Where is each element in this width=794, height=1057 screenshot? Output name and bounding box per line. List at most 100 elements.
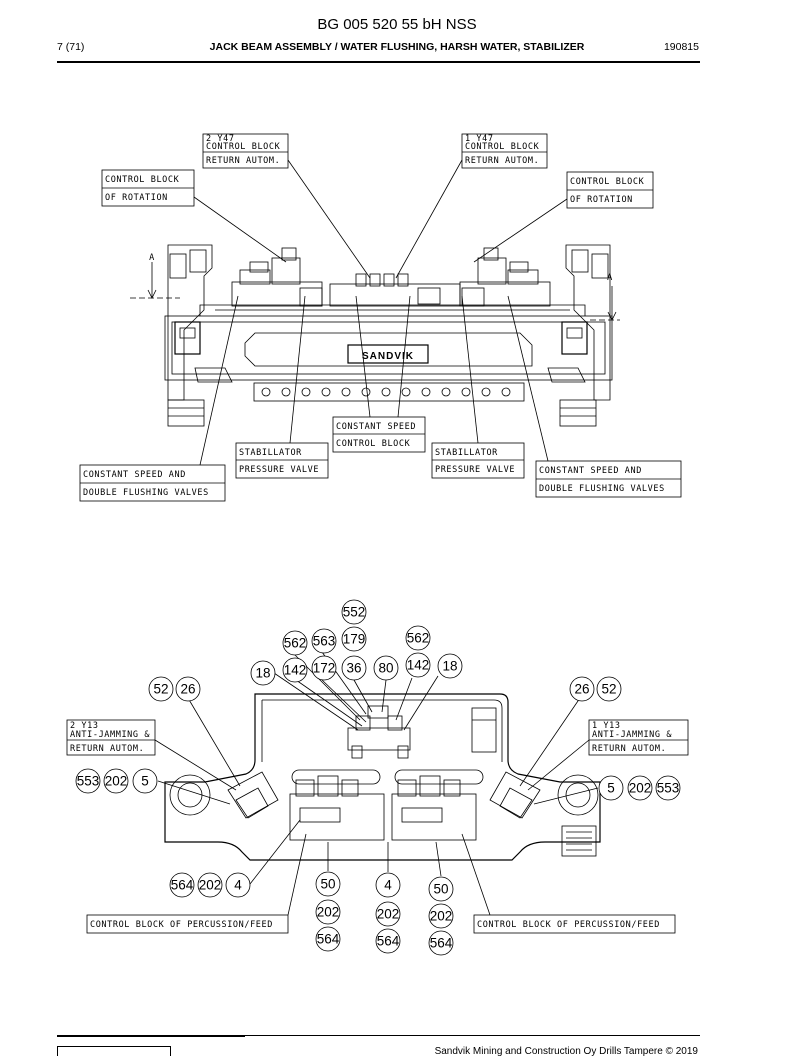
svg-text:PRESSURE VALVE: PRESSURE VALVE [435, 465, 515, 475]
label-rotation-right: CONTROL BLOCK OF ROTATION [566, 171, 654, 209]
svg-text:CONTROL BLOCK: CONTROL BLOCK [105, 175, 180, 185]
label-2y47: 2 Y47 CONTROL BLOCK RETURN AUTOM. [202, 133, 289, 169]
svg-text:PRESSURE VALVE: PRESSURE VALVE [239, 465, 319, 475]
balloon-564: 564 [315, 926, 341, 952]
balloon-172: 172 [311, 655, 337, 681]
svg-text:OF ROTATION: OF ROTATION [105, 193, 168, 203]
rail-holes [261, 387, 511, 397]
svg-text:142: 142 [407, 658, 430, 673]
top-valves [231, 247, 551, 307]
company-logo [57, 1046, 171, 1056]
svg-text:DOUBLE FLUSHING VALVES: DOUBLE FLUSHING VALVES [83, 488, 209, 498]
balloon-202: 202 [428, 903, 454, 929]
svg-text:142: 142 [284, 663, 307, 678]
balloon-563: 563 [311, 628, 337, 654]
label-1y47: 1 Y47 CONTROL BLOCK RETURN AUTOM. [461, 133, 548, 169]
balloon-52: 52 [148, 676, 174, 702]
svg-text:50: 50 [320, 877, 335, 892]
svg-text:50: 50 [433, 882, 448, 897]
svg-text:RETURN AUTOM.: RETURN AUTOM. [592, 744, 666, 754]
document-date: 190815 [663, 41, 699, 53]
svg-text:CONTROL BLOCK: CONTROL BLOCK [465, 142, 540, 152]
svg-text:202: 202 [199, 878, 222, 893]
svg-text:CONTROL BLOCK: CONTROL BLOCK [570, 177, 645, 187]
page-number: 7 (71) [57, 41, 85, 53]
balloon-564: 564 [428, 930, 454, 956]
svg-text:80: 80 [378, 661, 393, 676]
svg-text:5: 5 [607, 781, 615, 796]
svg-text:1 Y13: 1 Y13 [592, 721, 621, 731]
svg-text:552: 552 [343, 605, 366, 620]
svg-text:CONTROL BLOCK: CONTROL BLOCK [336, 439, 411, 449]
label-flushing-left: CONSTANT SPEED AND DOUBLE FLUSHING VALVE… [79, 464, 226, 502]
balloon-26: 26 [569, 676, 595, 702]
balloon-5: 5 [598, 775, 624, 801]
balloon-553: 553 [655, 775, 681, 801]
balloon-26: 26 [175, 676, 201, 702]
svg-text:2 Y47: 2 Y47 [206, 134, 235, 144]
label-percussion-left: CONTROL BLOCK OF PERCUSSION/FEED [86, 914, 289, 934]
svg-text:STABILLATOR: STABILLATOR [239, 448, 302, 458]
svg-text:553: 553 [77, 774, 100, 789]
section-mark-left: A [149, 253, 155, 263]
brand-plate: SANDVIK [362, 351, 414, 362]
svg-text:4: 4 [234, 878, 242, 893]
bottom-leaders [154, 651, 599, 916]
label-constant-speed-block: CONSTANT SPEED CONTROL BLOCK [332, 416, 426, 453]
svg-text:52: 52 [153, 682, 168, 697]
balloon-564: 564 [375, 928, 401, 954]
svg-text:CONSTANT SPEED AND: CONSTANT SPEED AND [539, 466, 642, 476]
svg-text:CONSTANT SPEED: CONSTANT SPEED [336, 422, 416, 432]
svg-text:202: 202 [377, 907, 400, 922]
balloon-18: 18 [250, 660, 276, 686]
svg-text:CONSTANT SPEED AND: CONSTANT SPEED AND [83, 470, 186, 480]
svg-text:ANTI-JAMMING &: ANTI-JAMMING & [592, 730, 672, 740]
svg-text:564: 564 [430, 936, 453, 951]
svg-text:172: 172 [313, 661, 336, 676]
header-rule [57, 61, 700, 63]
balloon-562: 562 [282, 630, 308, 656]
svg-text:CONTROL BLOCK: CONTROL BLOCK [206, 142, 281, 152]
label-percussion-right: CONTROL BLOCK OF PERCUSSION/FEED [473, 914, 676, 934]
svg-text:564: 564 [377, 934, 400, 949]
balloon-18: 18 [437, 653, 463, 679]
svg-text:4: 4 [384, 878, 392, 893]
svg-text:26: 26 [180, 682, 195, 697]
balloon-202: 202 [375, 901, 401, 927]
label-rotation-left: CONTROL BLOCK OF ROTATION [101, 169, 195, 207]
svg-text:CONTROL BLOCK OF PERCUSSION/FE: CONTROL BLOCK OF PERCUSSION/FEED [90, 920, 273, 930]
svg-text:RETURN AUTOM.: RETURN AUTOM. [70, 744, 144, 754]
bottom-assembly-view [164, 693, 601, 861]
svg-text:563: 563 [313, 634, 336, 649]
footer-rule-left [57, 1035, 245, 1037]
footer-rule-right [245, 1035, 700, 1036]
svg-text:RETURN AUTOM.: RETURN AUTOM. [206, 156, 280, 166]
balloons: 552 562 563 179 562 18 142 172 36 80 142… [75, 599, 681, 956]
balloon-142: 142 [405, 652, 431, 678]
balloon-562: 562 [405, 625, 431, 651]
section-title: JACK BEAM ASSEMBLY / WATER FLUSHING, HAR… [209, 41, 585, 53]
footer-copyright: Sandvik Mining and Construction Oy Drill… [434, 1046, 698, 1057]
label-1y13: 1 Y13 ANTI-JAMMING & RETURN AUTOM. [588, 719, 689, 756]
svg-text:202: 202 [629, 781, 652, 796]
label-2y13: 2 Y13 ANTI-JAMMING & RETURN AUTOM. [66, 719, 156, 756]
document-title: BG 005 520 55 bH NSS [317, 16, 477, 33]
balloon-202: 202 [103, 768, 129, 794]
svg-text:STABILLATOR: STABILLATOR [435, 448, 498, 458]
svg-text:RETURN AUTOM.: RETURN AUTOM. [465, 156, 539, 166]
balloon-202: 202 [197, 872, 223, 898]
section-mark-right: A [607, 273, 613, 283]
svg-text:26: 26 [574, 682, 589, 697]
balloon-4: 4 [225, 872, 251, 898]
svg-text:202: 202 [430, 909, 453, 924]
balloon-142: 142 [282, 657, 308, 683]
svg-text:562: 562 [407, 631, 430, 646]
svg-text:ANTI-JAMMING &: ANTI-JAMMING & [70, 730, 150, 740]
svg-text:2 Y13: 2 Y13 [70, 721, 99, 731]
balloon-4: 4 [375, 872, 401, 898]
top-leaders [193, 159, 568, 466]
label-stabilizer-right: STABILLATOR PRESSURE VALVE [431, 442, 525, 479]
balloon-52: 52 [596, 676, 622, 702]
svg-text:18: 18 [442, 659, 457, 674]
